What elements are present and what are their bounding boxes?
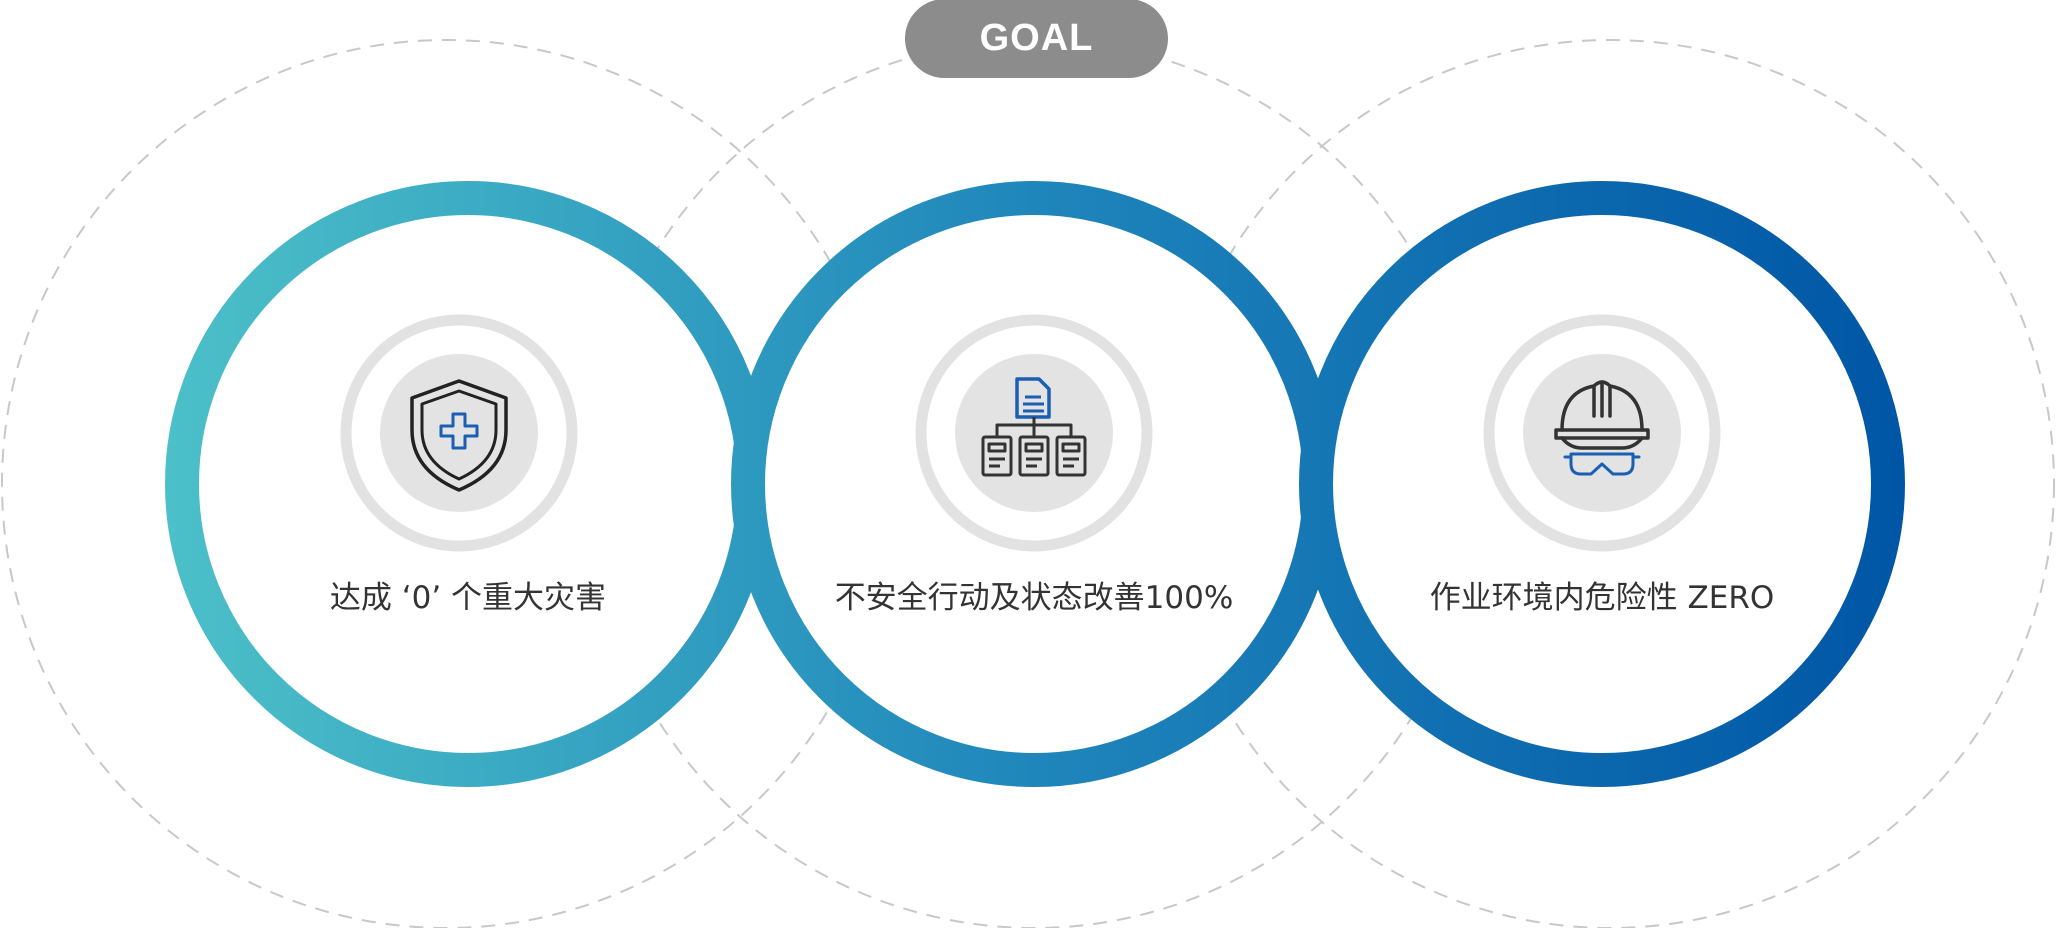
- goal-label-zero-accidents: 达成 ‘0’ 个重大灾害: [329, 580, 607, 616]
- goal-label-unsafe-improvement: 不安全行动及状态改善100%: [834, 580, 1234, 616]
- goal-badge: GOAL: [905, 0, 1168, 78]
- icon-ring-right: [1483, 314, 1721, 552]
- icon-disc-right: [1523, 354, 1681, 512]
- shield-cross-icon: [410, 379, 508, 492]
- goal-label-zero-hazard: 作业环境内危险性 ZERO: [1429, 580, 1775, 616]
- icon-ring-left: [340, 314, 578, 552]
- icon-ring-middle: [915, 314, 1153, 552]
- hard-hat-goggles-icon: [1554, 380, 1650, 476]
- document-hierarchy-icon: [981, 377, 1087, 477]
